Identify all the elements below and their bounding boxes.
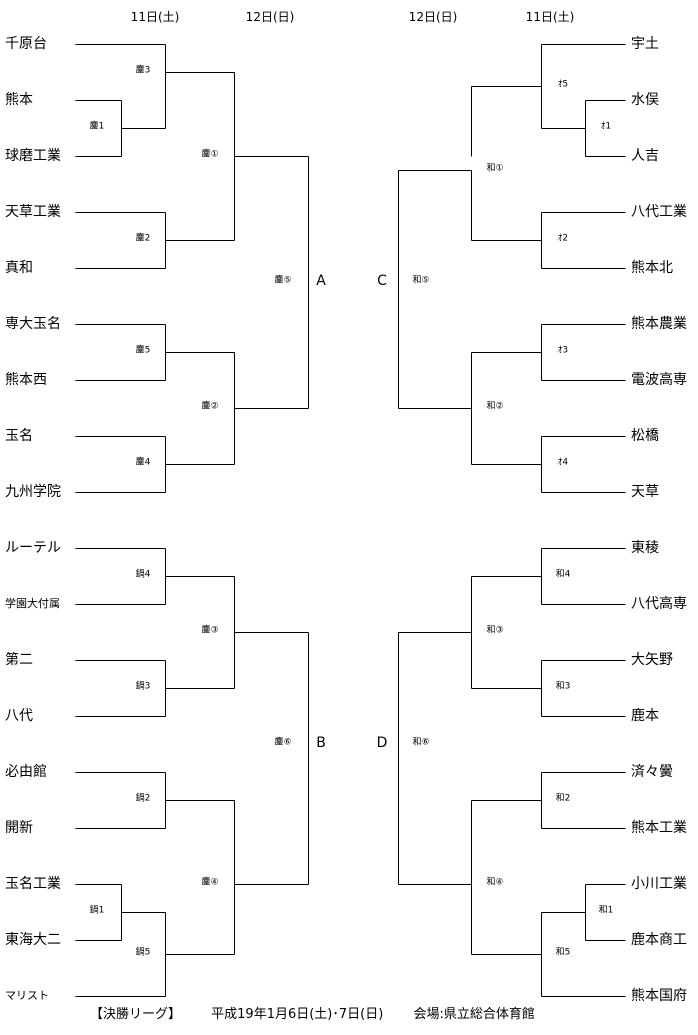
header-right-round1: 11日(土) [525, 10, 575, 24]
right-team: 大矢野 [631, 652, 673, 668]
right-team: 熊本国府 [631, 988, 687, 1004]
block-letter-c: C [377, 273, 387, 289]
left-team: 八代 [5, 708, 33, 724]
right-team: 天草 [631, 484, 659, 500]
match-label: ｵ4 [557, 457, 569, 468]
match-label: 鍋4 [135, 569, 151, 580]
left-team: 必由館 [5, 764, 47, 780]
match-label: 和④ [486, 877, 504, 888]
match-label: ｵ3 [557, 345, 569, 356]
match-label: 鍋1 [89, 905, 105, 916]
left-team: 真和 [5, 260, 33, 276]
match-label: 和① [486, 163, 504, 174]
footer: 【決勝リーグ】 平成19年1月6日(土)･7日(日) 会場:県立総合体育館 [90, 1007, 535, 1023]
match-label: 和3 [555, 681, 571, 692]
block-letter-d: D [376, 735, 388, 751]
left-team: 球磨工業 [5, 148, 61, 164]
match-label: 鏖② [201, 401, 219, 412]
match-label: 鏖① [201, 149, 219, 160]
right-team: 人吉 [631, 148, 659, 164]
match-label: 和2 [555, 793, 571, 804]
match-label: 鏖2 [135, 233, 151, 244]
match-label: 鏖4 [135, 457, 151, 468]
footer-title: 【決勝リーグ】 [90, 1007, 182, 1022]
match-label: 鏖③ [201, 625, 219, 636]
block-letter-b: B [316, 735, 326, 751]
match-label: 鏖1 [89, 121, 105, 132]
right-team: 鹿本商工 [631, 932, 687, 948]
match-label: 和1 [598, 905, 614, 916]
match-label: 和5 [555, 947, 571, 958]
left-team: 第二 [5, 652, 33, 668]
match-label: 鏖④ [201, 877, 219, 888]
left-team: 学園大付属 [5, 597, 60, 610]
match-label: 鍋3 [135, 681, 151, 692]
right-team: 水俣 [631, 92, 659, 108]
right-team: 小川工業 [631, 876, 687, 892]
left-team: 千原台 [5, 36, 47, 52]
right-team: 八代工業 [631, 204, 687, 220]
left-team: ルーテル [5, 540, 61, 556]
right-team: 熊本工業 [631, 820, 687, 836]
right-team: 宇土 [631, 36, 659, 52]
right-team: 松橋 [631, 428, 659, 444]
match-label: 和4 [555, 569, 571, 580]
left-team: 東海大二 [5, 932, 61, 948]
match-label: ｵ2 [557, 233, 569, 244]
match-label: ｵ1 [600, 121, 612, 132]
left-team: 玉名 [5, 428, 33, 444]
match-label: 和⑥ [412, 737, 430, 748]
match-label: 鏖3 [135, 65, 151, 76]
match-label: ｵ5 [557, 79, 569, 90]
block-letter-a: A [316, 273, 326, 289]
right-team: 熊本農業 [631, 316, 687, 332]
header-right-round2: 12日(日) [408, 10, 458, 24]
match-label: 鍋2 [135, 793, 151, 804]
footer-schedule: 平成19年1月6日(土)･7日(日) [211, 1007, 384, 1022]
match-label: 和⑤ [412, 275, 430, 286]
right-team: 済々黌 [631, 764, 673, 780]
right-team: 電波高専 [631, 372, 687, 388]
right-team: 熊本北 [631, 260, 673, 276]
left-team: 熊本西 [5, 372, 47, 388]
left-team: 熊本 [5, 92, 33, 108]
left-team: 九州学院 [5, 484, 61, 500]
header-left-round1: 11日(土) [130, 10, 180, 24]
match-label: 鍋5 [135, 947, 151, 958]
match-label: 鏖⑥ [274, 737, 292, 748]
left-team: マリスト [5, 989, 49, 1002]
left-team: 天草工業 [5, 204, 61, 220]
match-label: 和② [486, 401, 504, 412]
left-team: 玉名工業 [5, 876, 61, 892]
header-left-round2: 12日(日) [245, 10, 295, 24]
match-label: 鏖⑤ [274, 275, 292, 286]
left-team: 開新 [5, 820, 33, 836]
left-team: 専大玉名 [5, 316, 61, 332]
right-team: 東稜 [631, 540, 659, 556]
right-team: 八代高専 [631, 596, 687, 612]
footer-venue: 会場:県立総合体育館 [413, 1007, 535, 1022]
match-label: 和③ [486, 625, 504, 636]
match-label: 鏖5 [135, 345, 151, 356]
right-team: 鹿本 [631, 708, 659, 724]
